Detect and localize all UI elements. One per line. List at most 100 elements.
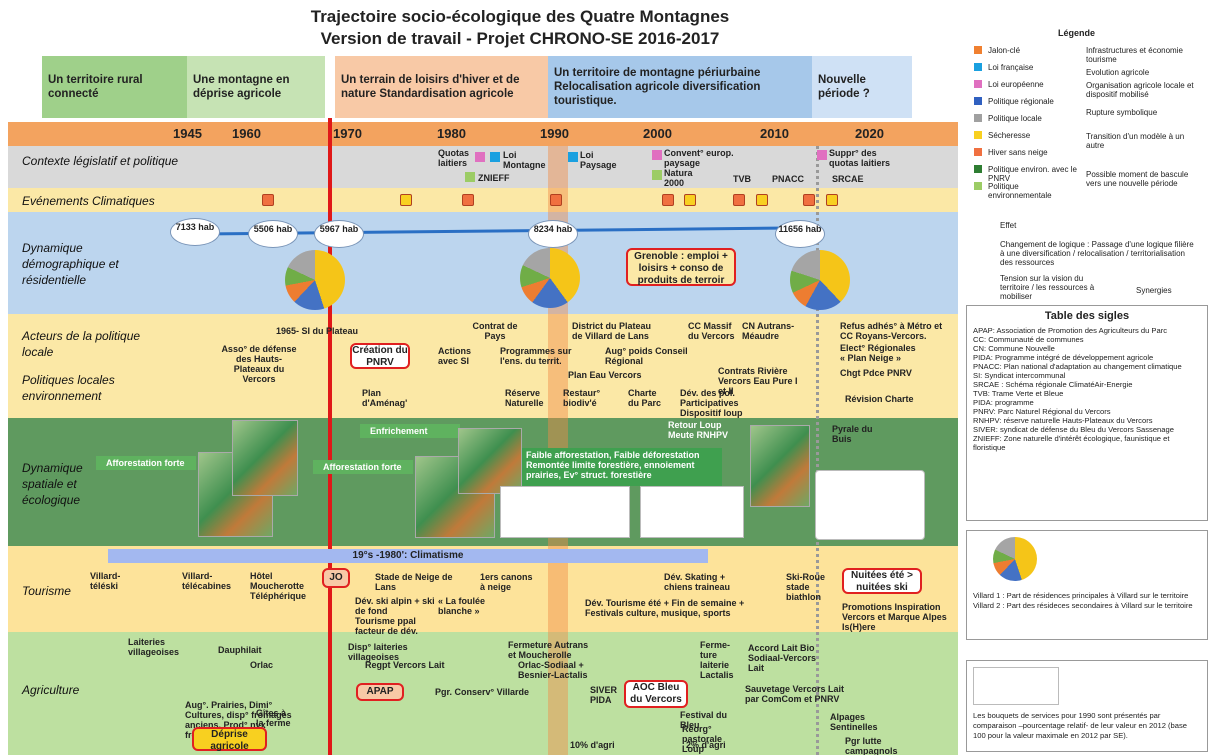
era-3-label: Un terrain de loisirs d'hiver et de natu… xyxy=(341,74,520,100)
tourisme-foulee-blanche: « La foulée blanche » xyxy=(438,596,486,616)
znieff-marker xyxy=(465,172,475,182)
radar-services xyxy=(815,470,925,540)
row-label-agriculture: Agriculture xyxy=(22,683,80,697)
contexte-loi-montagne: Loi Montagne xyxy=(503,150,546,170)
agri-siver-pida: SIVER PIDA xyxy=(590,685,618,705)
legend-swatch xyxy=(974,131,982,139)
year-1960: 1960 xyxy=(232,126,261,141)
note-radar-chart xyxy=(973,667,1059,705)
legend-swatch xyxy=(974,182,982,190)
legend-infra: Infrastructures et économie tourisme xyxy=(1086,46,1183,64)
legend-item-label: Politique régionale xyxy=(988,97,1054,106)
event-hiver-sans-neige xyxy=(733,194,745,206)
politique-restaur: Restaur° biodiv'é xyxy=(563,388,601,408)
sigle-line: PIDA: programme xyxy=(973,398,1034,407)
grenoble-box: Grenoble : emploi + loisirs + conso de p… xyxy=(626,248,736,286)
agri-laiteries: Laiteries villageoises xyxy=(128,637,180,657)
contexte-quotas: Quotas laitiers xyxy=(438,148,470,168)
legend-swatch xyxy=(974,148,982,156)
row-label-politiques: Politiques locales environnement xyxy=(22,373,115,403)
legend-item-label: Loi européenne xyxy=(988,80,1044,89)
politique-plan-amenag: Plan d'Aménag' xyxy=(362,388,408,408)
spatial-faible-afforestation: Faible afforestation, Faible déforestati… xyxy=(522,448,722,486)
suppr-marker xyxy=(817,150,827,160)
event-secheresse xyxy=(684,194,696,206)
event-secheresse xyxy=(826,194,838,206)
legend-swatch xyxy=(974,63,982,71)
spatial-pyrale: Pyrale du Buis xyxy=(832,424,873,444)
agri-accord-lait-bio: Accord Lait Bio Sodiaal-Vercors Lait xyxy=(748,643,817,673)
acteur-chgt-pdce: Chgt Pdce PNRV xyxy=(840,368,912,378)
politique-contrats-riviere: Contrats Rivière Vercors Eau Pure I et I… xyxy=(718,366,798,396)
acteur-programmes: Programmes sur l'ens. du territ. xyxy=(500,346,572,366)
title-line1: Trajectoire socio-écologique des Quatre … xyxy=(310,7,730,26)
map-1950-b xyxy=(232,420,298,496)
loi-montagne-marker xyxy=(490,152,500,162)
note-pie: Villard 1 : Part de résidences principal… xyxy=(966,530,1208,640)
note-pie-chart xyxy=(993,537,1037,581)
year-1980: 1980 xyxy=(437,126,466,141)
pop-1990: 8234 hab xyxy=(528,220,578,248)
title-line2: Version de travail - Projet CHRONO-SE 20… xyxy=(320,29,720,48)
acteur-actions-si: Actions avec SI xyxy=(438,346,472,366)
acteur-asso-defense: Asso° de défense des Hauts-Plateaux du V… xyxy=(221,344,297,384)
sigle-line: CN: Commune Nouvelle xyxy=(973,344,1055,353)
spatial-retour-loup: Retour Loup Meute RNHPV xyxy=(668,420,729,440)
acteur-cn-autrans: CN Autrans-Méaudre xyxy=(742,321,795,341)
contexte-tvb: TVB xyxy=(733,174,751,184)
sigle-line: SI: Syndicat intercommunal xyxy=(973,371,1066,380)
sigle-line: ZNIEFF: Zone naturelle d'intérêt écologi… xyxy=(973,434,1170,452)
tourisme-villard-telecabines: Villard-télécabines xyxy=(182,571,232,591)
map-1990-b xyxy=(458,428,522,494)
row-label-spatiale: Dynamique spatiale et écologique xyxy=(22,461,83,507)
acteur-creation-pnrv: Création du PNRV xyxy=(350,343,410,369)
sigle-line: RNHPV: réserve naturelle Hauts-Plateaux … xyxy=(973,416,1153,425)
agri-reorg-pastorale: Réorg° pastorale Loup xyxy=(682,724,723,754)
era-2: Une montagne en déprise agricole xyxy=(187,56,325,118)
acteur-district: District du Plateau de Villard de Lans xyxy=(572,321,652,341)
legend-item-label: Politique environnementale xyxy=(988,182,1052,200)
spatial-afforestation-1: Afforestation forte xyxy=(96,456,196,470)
tourisme-canons: 1ers canons à neige xyxy=(480,572,533,592)
agri-regpt-vercors: Regpt Vercors Lait xyxy=(365,660,445,670)
pop-1968: 5967 hab xyxy=(314,220,364,248)
politique-charte: Charte du Parc xyxy=(628,388,662,408)
contexte-suppr: Suppr° des quotas laitiers xyxy=(829,148,891,168)
quotas-marker xyxy=(475,152,485,162)
agri-apap: APAP xyxy=(356,683,404,701)
acteur-contrat-pays: Contrat de Pays xyxy=(472,321,518,341)
pie-2014 xyxy=(790,250,850,310)
legend-swatch xyxy=(974,97,982,105)
year-2020: 2020 xyxy=(855,126,884,141)
diagram-title: Trajectoire socio-écologique des Quatre … xyxy=(230,6,810,50)
event-secheresse xyxy=(400,194,412,206)
acteur-refus-adhes: Refus adhés° à Métro et CC Royans-Vercor… xyxy=(840,321,943,341)
row-label-contexte: Contexte législatif et politique xyxy=(22,154,179,168)
tourisme-dev-ete: Dév. Tourisme été + Fin de semaine + Fes… xyxy=(585,598,745,618)
legend-organisation-agri: Organisation agricole locale et disposit… xyxy=(1086,81,1194,99)
era-1: Un territoire rural connecté xyxy=(42,56,187,118)
event-hiver-sans-neige xyxy=(550,194,562,206)
agri-campagnols: Pgr lutte campagnols xyxy=(845,736,898,755)
politique-participatives: Dév. des pol. Participatives Dispositif … xyxy=(680,388,743,418)
natura-marker xyxy=(652,170,662,180)
acteur-conseil-regional: Aug° poids Conseil Régional xyxy=(605,346,688,366)
tourisme-climatisme: 19°s -1980': Climatisme xyxy=(108,549,708,563)
legend-swatch xyxy=(974,80,982,88)
era-5-label: Nouvelle période ? xyxy=(818,74,870,100)
legend-item-label: Sécheresse xyxy=(988,131,1031,140)
legend-swatch xyxy=(974,46,982,54)
pop-1962: 5506 hab xyxy=(248,220,298,248)
year-2000: 2000 xyxy=(643,126,672,141)
contexte-convent: Convent° europ. paysage xyxy=(664,148,734,168)
year-1990: 1990 xyxy=(540,126,569,141)
spatial-afforestation-2: Afforestation forte xyxy=(313,460,413,474)
legend-item-label: Hiver sans neige xyxy=(988,148,1048,157)
map-2012 xyxy=(750,425,810,507)
legend-tension: Tension sur la vision du territoire / le… xyxy=(1000,274,1095,301)
note-pie-text: Villard 1 : Part de résidences principal… xyxy=(973,591,1193,610)
agri-pgr-conserv: Pgr. Conserv° Villarde xyxy=(435,687,529,697)
row-label-evenements: Evénements Climatiques xyxy=(22,194,155,208)
legend-swatch xyxy=(974,114,982,122)
